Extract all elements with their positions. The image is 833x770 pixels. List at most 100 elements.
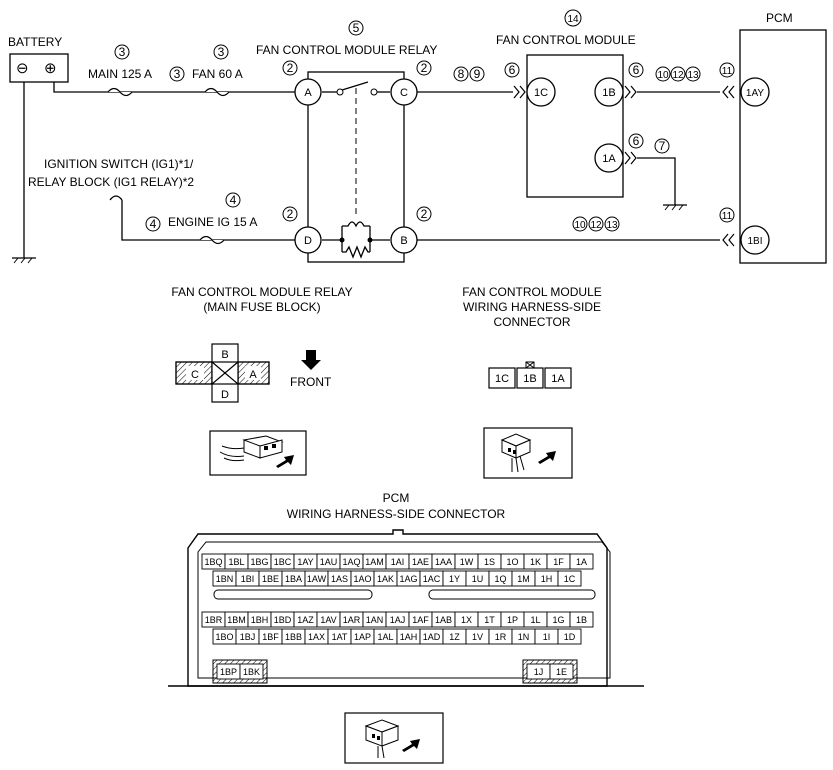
callout-fuse-mid: [169, 66, 185, 82]
callout-ground-1a-text: 7: [659, 139, 666, 153]
pcm-pin-label: 1AF: [412, 615, 429, 625]
callout-10a: [655, 66, 671, 82]
fcm-terminal-1a-label: 1A: [602, 153, 616, 165]
pcm-pin-label: 1AS: [331, 574, 348, 584]
fcm-terminal-1a: [594, 143, 624, 173]
callout-9-text: 9: [474, 67, 481, 81]
callout-engine-fuse-2-text: 4: [150, 217, 157, 231]
pcm-pin-label: 1E: [556, 667, 567, 677]
relay-conn-b: B: [221, 349, 228, 361]
relay-connector-title-line2: (MAIN FUSE BLOCK): [203, 300, 320, 314]
pcm-terminal-1bi: [740, 225, 770, 255]
callout-relay-b: [416, 206, 432, 222]
relay-terminal-a-label: A: [304, 87, 312, 99]
ignition-source-icon: [109, 195, 123, 201]
pcm-pin-label: 1BI: [241, 574, 255, 584]
pcm-title: PCM: [766, 11, 793, 25]
fan-relay-title: FAN CONTROL MODULE RELAY: [256, 43, 437, 57]
connector-chevron-icon: [722, 233, 735, 247]
relay-terminal-a: [294, 78, 322, 106]
pcm-conn-rib-right: [428, 589, 596, 600]
callout-fcm-title-text: 14: [567, 14, 579, 25]
pcm-pin-label: 1BJ: [240, 632, 256, 642]
pcm-pin-cell: [239, 663, 264, 680]
callout-relay-d: [282, 206, 298, 222]
callout-relay-a-text: 2: [287, 61, 294, 75]
pcm-pin-label: 1AQ: [342, 557, 360, 567]
callout-relay-c-text: 2: [421, 61, 428, 75]
pcm-pin-label: 1BC: [274, 557, 292, 567]
pcm-pin-label: 1BK: [243, 667, 260, 677]
relay-contact-right: [370, 88, 378, 96]
fan-module-title: FAN CONTROL MODULE: [496, 33, 636, 47]
pcm-pin-label: 1BD: [274, 615, 292, 625]
pcm-pin-label: 1H: [541, 574, 553, 584]
wire-ignition-to-relay-d: [121, 200, 295, 241]
ground-symbol-fcm: [663, 204, 687, 211]
pcm-box: [739, 29, 827, 264]
pcm-conn-rib-left: [213, 589, 373, 600]
callout-fcm-1c: [504, 62, 520, 78]
fcm-conn-cell-1a: [544, 367, 572, 389]
pcm-pin-label: 1AB: [435, 615, 452, 625]
callout-fuse-fan-text: 3: [218, 45, 225, 59]
pcm-pin-label: 1P: [507, 615, 518, 625]
battery-label: BATTERY: [8, 35, 62, 49]
front-label: FRONT: [290, 375, 332, 389]
callout-fcm-1a: [628, 133, 644, 149]
callout-10b: [572, 216, 588, 232]
ignition-label-line2: RELAY BLOCK (IG1 RELAY)*2: [28, 175, 194, 189]
connector-chevron-icon: [722, 85, 735, 99]
pcm-pin-label: 1W: [460, 557, 474, 567]
ignition-label-line1: IGNITION SWITCH (IG1)*1/: [44, 157, 194, 171]
pcm-pin-label: 1M: [517, 574, 530, 584]
pcm-pin-cell: [569, 553, 594, 570]
battery-plus-icon: ⊕: [44, 60, 57, 77]
pcm-pin-label: 1AZ: [297, 615, 314, 625]
relay-conn-a: A: [249, 369, 257, 381]
relay-contact-left: [336, 88, 344, 96]
pcm-pin-label: 1N: [518, 632, 530, 642]
fcm-connector-title-line1: FAN CONTROL MODULE: [462, 285, 602, 299]
callout-pcm-1bi: [719, 207, 735, 223]
pcm-pin-cell: [549, 663, 574, 680]
pcm-pin-label: 1BN: [216, 574, 234, 584]
fcm-connector-title-line3: CONNECTOR: [493, 315, 570, 329]
pcm-connector-title-line1: PCM: [383, 491, 410, 505]
fcm-terminal-1b: [594, 77, 624, 107]
callout-13b-text: 13: [606, 220, 618, 231]
callout-8-text: 8: [458, 67, 465, 81]
relay-connector-face: [175, 343, 270, 403]
pcm-pin-label: 1C: [564, 574, 576, 584]
pcm-pin-label: 1AR: [343, 615, 361, 625]
pcm-pin-label: 1AX: [308, 632, 325, 642]
pcm-pin-label: 1BA: [285, 574, 302, 584]
pcm-pin-label: 1G: [552, 615, 564, 625]
pcm-pin-label: 1AW: [307, 574, 327, 584]
relay-connector-title-line1: FAN CONTROL MODULE RELAY: [171, 285, 352, 299]
fcm-connector-thumbnail: [483, 427, 573, 479]
callout-fuse-main-text: 3: [119, 45, 126, 59]
pcm-pin-label: 1F: [553, 557, 564, 567]
pcm-pin-label: 1AA: [435, 557, 452, 567]
relay-switch-arm: [341, 81, 369, 91]
pcm-pin-label: 1AT: [332, 632, 348, 642]
pcm-pin-label: 1BH: [251, 615, 269, 625]
fcm-connector-title-line2: WIRING HARNESS-SIDE: [463, 300, 601, 314]
fcm-terminal-1c: [526, 77, 556, 107]
pcm-pin-label: 1AU: [320, 557, 338, 567]
connector-chevron-icon: [624, 151, 637, 165]
pcm-pin-label: 1AE: [412, 557, 429, 567]
pcm-pin-label: 1S: [484, 557, 495, 567]
pcm-pin-cell: [569, 611, 594, 628]
callout-pcm-1bi-text: 11: [722, 211, 733, 222]
pcm-pin-label: 1AH: [400, 632, 418, 642]
pcm-terminal-1ay-label: 1AY: [746, 88, 764, 99]
callout-13a-text: 13: [687, 70, 699, 81]
pcm-pin-label: 1V: [472, 632, 483, 642]
pcm-pin-cell: [557, 628, 582, 645]
fan-fuse-icon: [204, 87, 230, 97]
